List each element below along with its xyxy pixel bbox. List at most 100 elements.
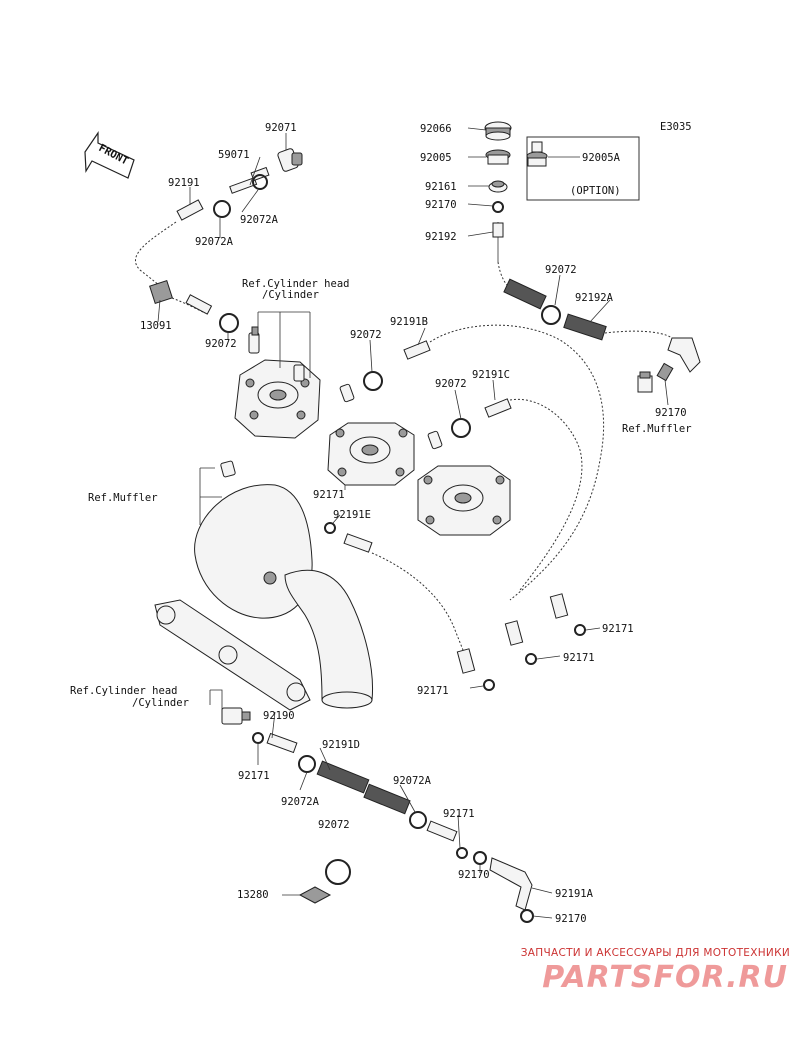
hose-line-icon: [604, 330, 673, 339]
label-92171-a: 92171: [313, 489, 345, 501]
clip-92072-loose-icon: [325, 859, 351, 885]
label-92072-right: 92072: [545, 264, 577, 276]
fitting-elbow-icon: [248, 326, 260, 354]
clip-92072-icon: [219, 313, 239, 333]
label-92066: 92066: [420, 123, 452, 135]
label-92072a-top: 92072A: [240, 214, 279, 226]
ribbed-hose-lower-icon: [363, 783, 411, 815]
grommet-92005a-icon: [526, 141, 548, 167]
hose-line-icon: [429, 324, 605, 601]
label-92191a: 92191A: [555, 888, 594, 900]
label-92072a-left: 92072A: [195, 236, 234, 248]
hose-short-icon: [185, 294, 213, 315]
plug-13091-icon: [149, 280, 173, 304]
label-92071: 92071: [265, 122, 297, 134]
label-59071: 59071: [218, 149, 250, 161]
cap-92066-icon: [484, 121, 512, 141]
label-92072a-bottom2: 92072A: [393, 775, 432, 787]
label-92170-top: 92170: [425, 199, 457, 211]
label-92171-d: 92171: [417, 685, 449, 697]
label-92171-f: 92171: [443, 808, 475, 820]
label-92191e: 92191E: [333, 509, 371, 521]
hose-end-3-icon: [549, 593, 569, 619]
ref-muffler-left: Ref.Muffler: [88, 492, 158, 504]
cylinder-head-2-icon: [327, 422, 415, 486]
label-92161: 92161: [425, 181, 457, 193]
ref-cylinder-head-bottom-line2: /Cylinder: [132, 697, 189, 709]
clamp-92171-e-icon: [252, 732, 264, 744]
ref-cylinder-head-bottom-line1: Ref.Cylinder head: [70, 685, 177, 697]
muffler-body-icon: [194, 484, 374, 709]
clamp-92171-c-icon: [525, 653, 537, 665]
label-13280: 13280: [237, 889, 269, 901]
label-92191b: 92191B: [390, 316, 428, 328]
hose-92191-icon: [176, 199, 204, 221]
clamp-92171-f-icon: [456, 847, 468, 859]
watermark-logo: PARTSFOR.RU: [542, 960, 788, 995]
grommet-92005-icon: [485, 149, 511, 165]
leader-line: [209, 689, 223, 715]
label-92192: 92192: [425, 231, 457, 243]
hose-line-icon: [509, 398, 583, 591]
elbow-92191a-icon: [489, 857, 533, 911]
clamp-92170-icon: [492, 201, 504, 213]
hose-92191e-icon: [343, 533, 373, 553]
clip-92072-mid2-icon: [451, 418, 471, 438]
hose-short-bot-icon: [426, 820, 458, 842]
hose-end-1-icon: [456, 648, 476, 674]
clamp-92171-b-icon: [483, 679, 495, 691]
elbow-92170-icon: [637, 337, 701, 393]
ref-muffler-right: Ref.Muffler: [622, 423, 692, 435]
label-92170-bottom: 92170: [458, 869, 490, 881]
clamp-92170-d-icon: [520, 909, 534, 923]
leader-line: [257, 311, 311, 378]
leader-lines: [157, 127, 669, 919]
hose-92191b-icon: [403, 340, 431, 360]
clip-92072-mid-icon: [363, 371, 383, 391]
clip-92072a-bot2-icon: [409, 811, 427, 829]
diagram-code: E3035: [660, 121, 692, 133]
label-92191d: 92191D: [322, 739, 360, 751]
ref-cylinder-head-top-line2: /Cylinder: [262, 289, 319, 301]
leader-line: [199, 467, 238, 526]
label-92192a: 92192A: [575, 292, 614, 304]
label-92191: 92191: [168, 177, 200, 189]
label-92171-e: 92171: [238, 770, 270, 782]
ribbed-hose-upper-icon: [503, 278, 607, 341]
tube-92192-icon: [492, 222, 504, 238]
label-92005: 92005: [420, 152, 452, 164]
cylinder-head-3-icon: [417, 465, 511, 536]
clip-92072a-left-icon: [213, 200, 231, 218]
label-92171-c: 92171: [563, 652, 595, 664]
front-arrow-icon: FRONT: [84, 131, 135, 179]
label-92170-bottom2: 92170: [555, 913, 587, 925]
label-92072-mid: 92072: [350, 329, 382, 341]
label-92072-bottom: 92072: [318, 819, 350, 831]
clip-92072a-top-icon: [252, 174, 268, 190]
gasket-13280-icon: [298, 886, 332, 904]
label-92005a: 92005A: [582, 152, 621, 164]
label-92171-b: 92171: [602, 623, 634, 635]
hose-line-icon: [371, 552, 466, 656]
cylinder-head-1-icon: [234, 359, 321, 439]
fitting-mid-icon: [339, 383, 355, 403]
hose-line-icon: [134, 221, 177, 293]
manifold-icon: [154, 599, 311, 711]
ribbed-hose-92191d-icon: [316, 760, 370, 794]
ref-cylinder-head-top-line1: Ref.Cylinder head: [242, 278, 349, 290]
clamp-92171-d-icon: [574, 624, 586, 636]
clamp-92170-c-icon: [473, 851, 487, 865]
option-box: [526, 136, 640, 201]
label-92072-mid2: 92072: [435, 378, 467, 390]
washer-92161-icon: [488, 180, 508, 193]
label-13091: 13091: [140, 320, 172, 332]
watermark-tagline: ЗАПЧАСТИ И АКСЕССУАРЫ ДЛЯ МОТОТЕХНИКИ: [520, 947, 790, 959]
fitting-mid2-icon: [427, 430, 443, 450]
label-92170-right: 92170: [655, 407, 687, 419]
clamp-92171-a-icon: [324, 522, 336, 534]
fitting-92071-icon: [277, 148, 303, 172]
hose-92191c-icon: [484, 398, 512, 418]
label-92190: 92190: [263, 710, 295, 722]
hose-92190-icon: [266, 732, 298, 754]
